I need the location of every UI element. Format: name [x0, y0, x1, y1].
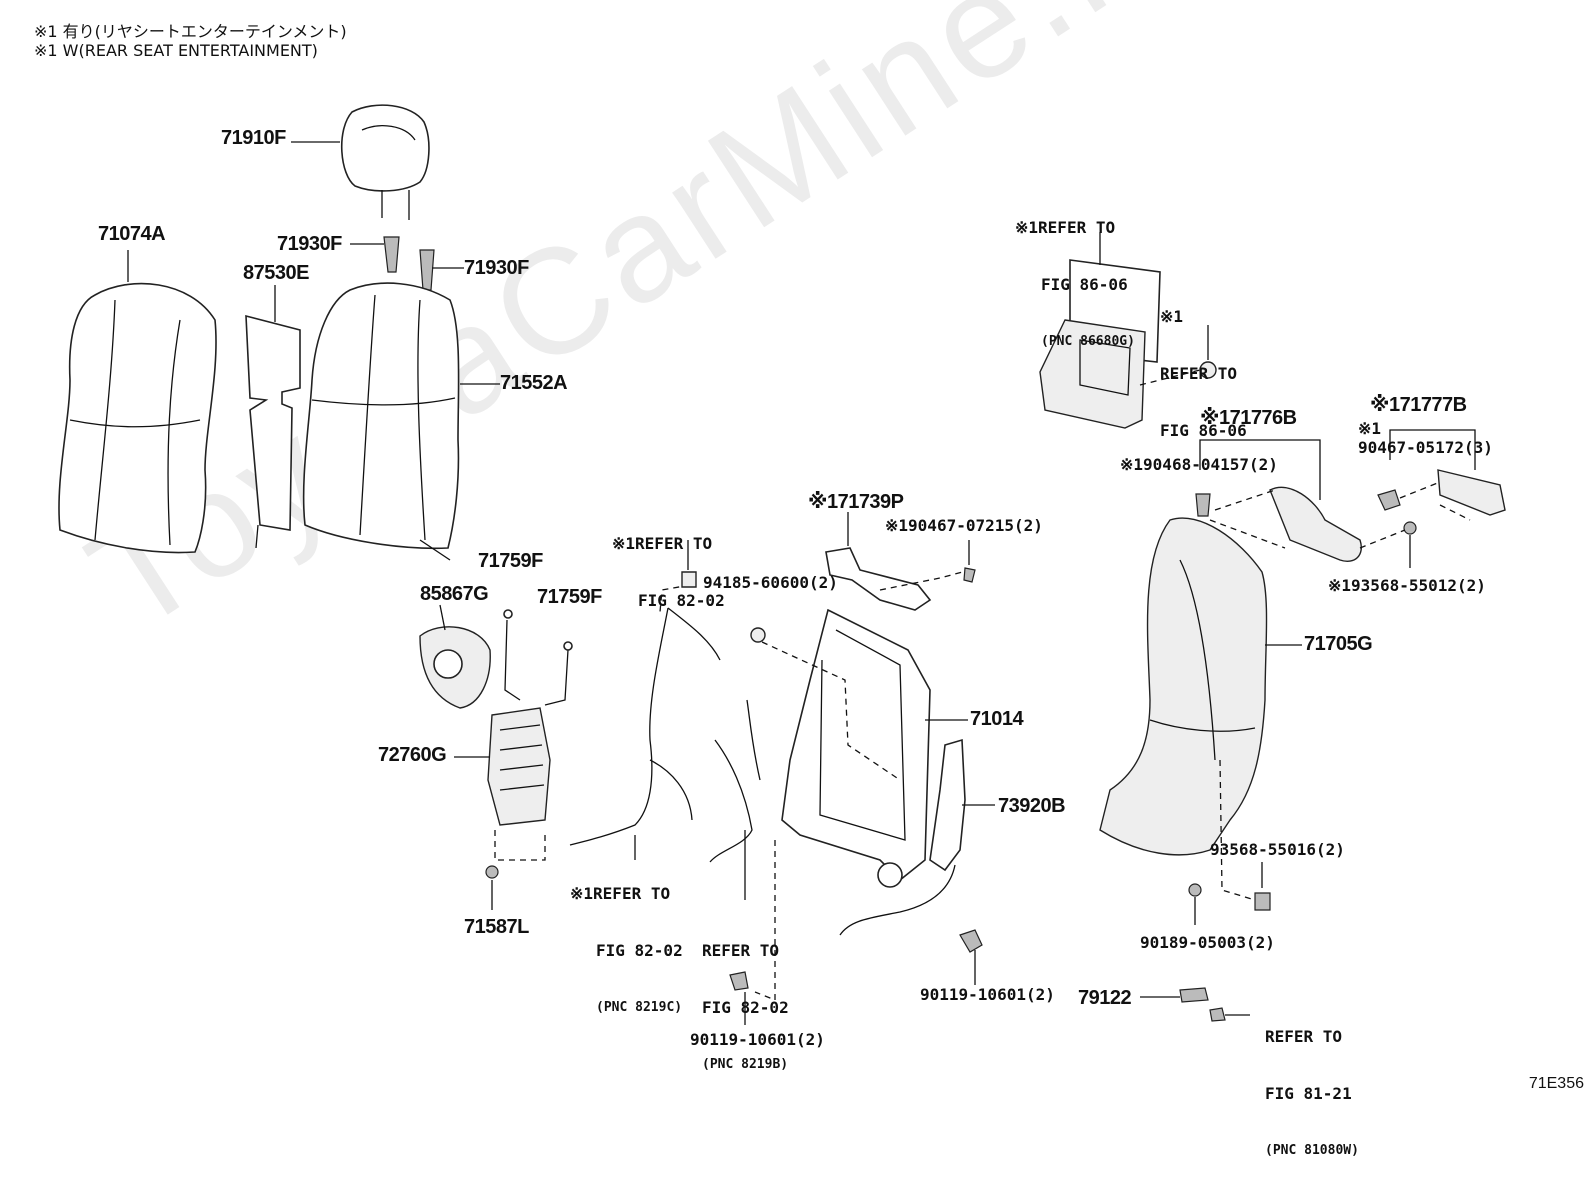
seatback-frame-drawing — [750, 608, 968, 888]
part-73920B[interactable]: 73920B — [998, 795, 1066, 817]
part-71705G[interactable]: 71705G — [1304, 633, 1373, 655]
pad-drawing — [245, 285, 301, 549]
part-85867G[interactable]: 85867G — [420, 583, 489, 605]
ref-line: (PNC 81080W) — [1265, 1143, 1359, 1158]
parts-diagram — [58, 104, 1506, 1025]
monitor-drawing — [1039, 232, 1217, 429]
part-71739P[interactable]: ※171739P — [808, 491, 904, 513]
handle-drawing — [1140, 987, 1250, 1022]
ref-line: REFER TO — [1265, 1027, 1343, 1046]
ref-fig-82-02-top[interactable]: ※1REFER TO FIG 82-02 — [612, 496, 725, 629]
part-71552A[interactable]: 71552A — [500, 372, 568, 394]
pn-90119-10601-b[interactable]: 90119-10601(2) — [690, 1030, 825, 1049]
ref-line: ※1REFER TO — [570, 884, 671, 903]
ref-line: FIG 82-02 — [596, 941, 683, 960]
seatback-cover-drawing — [58, 250, 217, 554]
bracket-71739P-drawing — [825, 512, 976, 611]
ref-line: FIG 86-06 — [1041, 275, 1128, 294]
headrest-support-drawing — [350, 236, 464, 291]
side-panel-drawing — [839, 738, 995, 936]
lumbar-drawing — [419, 604, 573, 910]
bolt-drawing — [729, 840, 983, 1025]
part-71014[interactable]: 71014 — [970, 708, 1024, 730]
seatback-pad-drawing — [302, 282, 500, 561]
ref-line: ※1 — [1160, 307, 1184, 326]
ref-line: FIG 82-02 — [702, 998, 789, 1017]
ref-fig-86-06[interactable]: ※1 REFER TO FIG 86-06 — [1160, 269, 1247, 459]
ref-line: (PNC 8219B) — [702, 1057, 789, 1072]
pn-94185-60600[interactable]: 94185-60600(2) — [703, 573, 838, 592]
pn-90468-04157[interactable]: ※190468-04157(2) — [1120, 455, 1278, 474]
part-71074A[interactable]: 71074A — [98, 223, 166, 245]
part-71777B[interactable]: ※171777B — [1370, 394, 1467, 416]
ref-fig-82-02-8219c[interactable]: ※1REFER TO FIG 82-02 (PNC 8219C) — [570, 846, 683, 1036]
part-71776B[interactable]: ※171776B — [1200, 407, 1297, 429]
ref-line: FIG 81-21 — [1265, 1084, 1352, 1103]
ref-fig-82-02-8219b[interactable]: REFER TO FIG 82-02 (PNC 8219B) — [702, 903, 789, 1093]
ref-line: FIG 82-02 — [638, 591, 725, 610]
seatback-cover-71705G-drawing — [1099, 517, 1302, 925]
note-line-1: ※1 有り(リヤシートエンターテインメント) — [34, 22, 347, 41]
pn-93568-55012[interactable]: ※193568-55012(2) — [1328, 576, 1486, 595]
part-71759F-a[interactable]: 71759F — [478, 550, 543, 572]
ref-line: (PNC 8219C) — [596, 1000, 683, 1015]
part-71587L[interactable]: 71587L — [464, 916, 529, 938]
ref-fig-81-21[interactable]: REFER TO FIG 81-21 (PNC 81080W) — [1265, 989, 1359, 1179]
pn-90189-05003[interactable]: 90189-05003(2) — [1140, 933, 1275, 952]
trim-cover-drawing — [1195, 429, 1506, 568]
pn-93568-55016[interactable]: 93568-55016(2) — [1210, 840, 1345, 859]
ref-line: REFER TO — [702, 941, 780, 960]
part-71930F-b[interactable]: 71930F — [464, 257, 529, 279]
ref-line: (PNC 86680G) — [1041, 334, 1135, 349]
ref-line: ※1REFER TO — [612, 534, 713, 553]
ref-fig-86-06-pnc[interactable]: ※1REFER TO FIG 86-06 (PNC 86680G) — [1015, 180, 1135, 370]
figure-code: 71E356 — [1528, 1075, 1584, 1092]
pn-90467-05172-mark: ※1 — [1358, 419, 1382, 438]
wire-harness-drawing — [569, 540, 761, 900]
part-71930F-a[interactable]: 71930F — [277, 233, 342, 255]
part-79122[interactable]: 79122 — [1078, 987, 1132, 1009]
pn-90467-07215[interactable]: ※190467-07215(2) — [885, 516, 1043, 535]
headrest-drawing — [291, 104, 430, 220]
pn-90119-10601-a[interactable]: 90119-10601(2) — [920, 985, 1055, 1004]
part-87530E[interactable]: 87530E — [243, 262, 309, 284]
ref-line: FIG 86-06 — [1160, 421, 1247, 440]
pn-90467-05172[interactable]: 90467-05172(3) — [1358, 438, 1493, 457]
ref-line: REFER TO — [1160, 364, 1238, 383]
part-71910F[interactable]: 71910F — [221, 127, 286, 149]
part-72760G[interactable]: 72760G — [378, 744, 447, 766]
note-line-2: ※1 W(REAR SEAT ENTERTAINMENT) — [34, 41, 318, 60]
ref-line: ※1REFER TO — [1015, 218, 1116, 237]
part-71759F-b[interactable]: 71759F — [537, 586, 602, 608]
